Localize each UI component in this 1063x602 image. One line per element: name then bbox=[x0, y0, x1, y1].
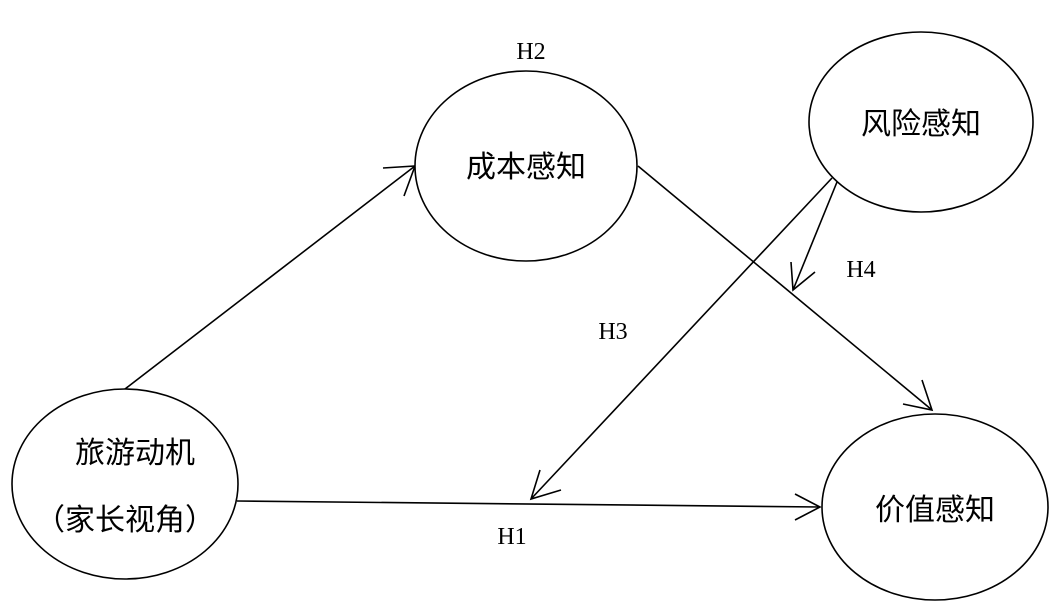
node-motivation-sublabel: （家长视角） bbox=[35, 503, 215, 538]
hypothesis-h1-label: H1 bbox=[497, 524, 526, 550]
node-cost-ellipse bbox=[414, 70, 638, 262]
hypothesis-h3-label: H3 bbox=[598, 319, 627, 345]
node-risk-ellipse bbox=[808, 31, 1034, 213]
hypothesis-h4-label: H4 bbox=[846, 257, 875, 283]
edge-motivation-to-value bbox=[236, 493, 822, 521]
edge-cost-to-value bbox=[637, 165, 934, 412]
node-value-label: 价值感知 bbox=[875, 493, 995, 528]
node-motivation-label: 旅游动机 bbox=[75, 436, 195, 471]
hypothesis-h2-label: H2 bbox=[516, 39, 545, 65]
node-cost-label: 成本感知 bbox=[466, 150, 586, 185]
edge-motivation-to-cost bbox=[124, 165, 417, 390]
edge-risk-to-h1 bbox=[529, 177, 833, 501]
node-value-ellipse bbox=[821, 413, 1049, 601]
node-motivation-ellipse bbox=[11, 388, 239, 580]
edge-risk-to-cost-value bbox=[790, 181, 838, 292]
node-risk-label: 风险感知 bbox=[861, 107, 981, 142]
